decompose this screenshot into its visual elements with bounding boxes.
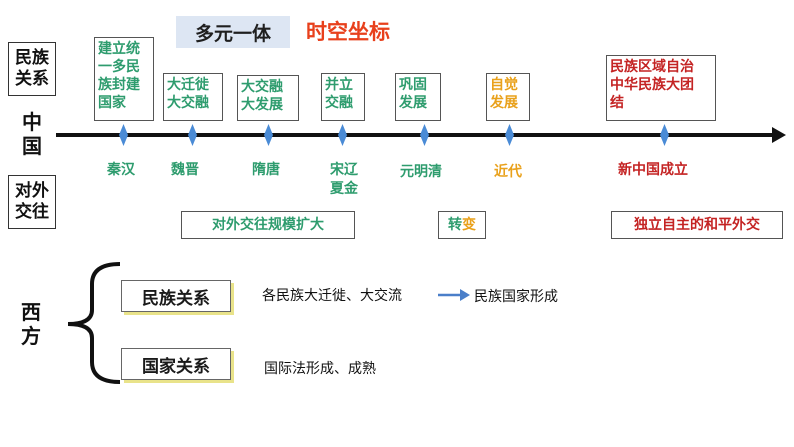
event-box-songliao: 并立 交融 xyxy=(321,73,365,121)
timeline-marker xyxy=(119,124,128,146)
period-jindai: 近代 xyxy=(494,164,522,180)
period-xinzhongguo: 新中国成立 xyxy=(618,162,688,178)
period-weijin: 魏晋 xyxy=(171,162,199,178)
west-state-text: 国际法形成、成熟 xyxy=(264,361,376,377)
west-brace xyxy=(67,262,121,384)
event-box-yuanmingqing: 巩固 发展 xyxy=(395,73,441,121)
period-qinhan: 秦汉 xyxy=(107,162,135,178)
timeline-marker xyxy=(338,124,347,146)
west-minzu-box: 民族关系 xyxy=(121,280,231,312)
west-label: 西 方 xyxy=(21,300,41,348)
event-box-suitang: 大交融 大发展 xyxy=(237,75,299,121)
foreign-change-box: 转变 xyxy=(438,211,486,239)
period-suitang: 隋唐 xyxy=(252,162,280,178)
timeline-axis xyxy=(56,133,778,137)
right-arrow-icon xyxy=(438,289,470,301)
west-minzu-result: 民族国家形成 xyxy=(474,289,558,305)
west-minzu-text: 各民族大迁徙、大交流 xyxy=(262,288,402,304)
timeline-marker xyxy=(660,124,669,146)
change-text-part1: 转 xyxy=(448,217,462,233)
minzu-relation-box: 民族 关系 xyxy=(8,42,56,96)
west-state-box: 国家关系 xyxy=(121,348,231,380)
china-label: 中 国 xyxy=(22,110,42,158)
section-title: 时空坐标 xyxy=(306,20,390,44)
timeline-arrowhead xyxy=(772,127,786,143)
foreign-relation-box: 对外 交往 xyxy=(8,175,56,229)
topic-title: 多元一体 xyxy=(176,16,290,48)
period-yuanmingqing: 元明清 xyxy=(400,164,442,180)
timeline-marker xyxy=(188,124,197,146)
peaceful-diplomacy-box: 独立自主的和平外交 xyxy=(611,211,783,239)
change-text-part2: 变 xyxy=(462,217,476,233)
timeline-marker xyxy=(420,124,429,146)
event-box-jindai: 自觉 发展 xyxy=(486,73,530,121)
event-box-weijin: 大迁徙 大交融 xyxy=(163,73,223,121)
timeline-marker xyxy=(505,124,514,146)
timeline-marker xyxy=(264,124,273,146)
foreign-expansion-box: 对外交往规模扩大 xyxy=(181,211,355,239)
period-songliao: 宋辽 夏金 xyxy=(330,162,358,197)
event-box-qinhan: 建立统 一多民 族封建 国家 xyxy=(94,37,154,121)
event-box-xinzhongguo: 民族区域自治 中华民族大团 结 xyxy=(606,55,716,121)
